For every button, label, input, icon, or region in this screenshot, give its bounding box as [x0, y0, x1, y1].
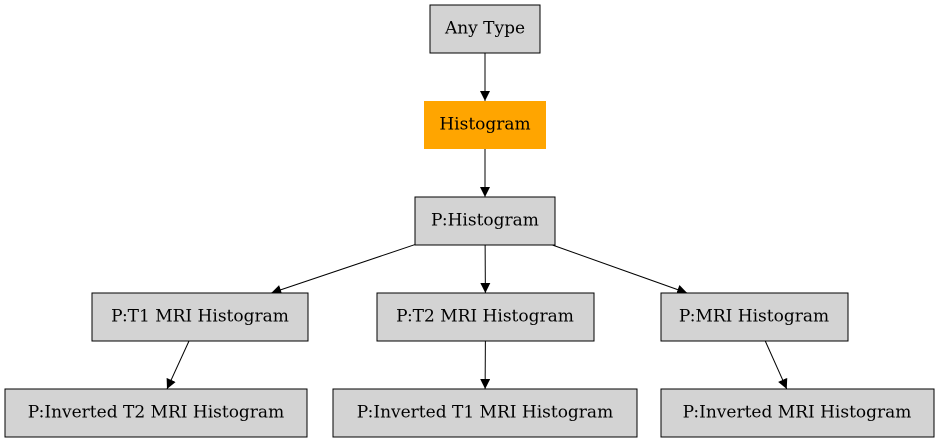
edge-p-histogram-to-p-t1-mri-histogram [271, 244, 416, 295]
node-p-inverted-t2-mri-histogram[interactable]: P:Inverted T2 MRI Histogram [4, 388, 308, 438]
node-p-inverted-mri-histogram[interactable]: P:Inverted MRI Histogram [660, 388, 935, 438]
node-p-inverted-t1-mri-histogram-box [332, 388, 638, 438]
node-p-t2-mri-histogram[interactable]: P:T2 MRI Histogram [376, 292, 595, 342]
node-any-type-label: Any Type [444, 19, 525, 39]
node-p-t2-mri-histogram-label: P:T2 MRI Histogram [396, 307, 574, 327]
edge-p-histogram-to-p-mri-histogram [552, 244, 688, 295]
node-histogram-box [424, 101, 546, 149]
node-p-inverted-mri-histogram-label: P:Inverted MRI Histogram [683, 403, 912, 423]
node-p-inverted-t2-mri-histogram-label: P:Inverted T2 MRI Histogram [28, 403, 284, 423]
node-p-mri-histogram[interactable]: P:MRI Histogram [660, 292, 849, 342]
node-p-t1-mri-histogram[interactable]: P:T1 MRI Histogram [91, 292, 309, 342]
node-p-mri-histogram-label: P:MRI Histogram [679, 307, 829, 327]
node-any-type-box [429, 4, 541, 54]
node-p-t2-mri-histogram-box [376, 292, 595, 342]
edge-p-mri-histogram-to-p-inverted-mri-histogram [764, 340, 788, 390]
node-p-inverted-t2-mri-histogram-box [4, 388, 308, 438]
node-p-inverted-t1-mri-histogram-label: P:Inverted T1 MRI Histogram [357, 403, 613, 423]
node-p-inverted-t1-mri-histogram[interactable]: P:Inverted T1 MRI Histogram [332, 388, 638, 438]
node-p-t1-mri-histogram-box [91, 292, 309, 342]
node-p-histogram-box [414, 196, 556, 246]
node-p-t1-mri-histogram-label: P:T1 MRI Histogram [111, 307, 289, 327]
edges [166, 53, 788, 390]
node-p-mri-histogram-box [660, 292, 849, 342]
node-histogram-label: Histogram [439, 115, 530, 135]
node-any-type[interactable]: Any Type [429, 4, 541, 54]
node-p-inverted-mri-histogram-box [660, 388, 935, 438]
edge-p-t1-mri-histogram-to-p-inverted-t2-mri-histogram [166, 340, 190, 390]
node-histogram[interactable]: Histogram [424, 101, 546, 149]
node-p-histogram-label: P:Histogram [431, 211, 539, 231]
node-p-histogram[interactable]: P:Histogram [414, 196, 556, 246]
